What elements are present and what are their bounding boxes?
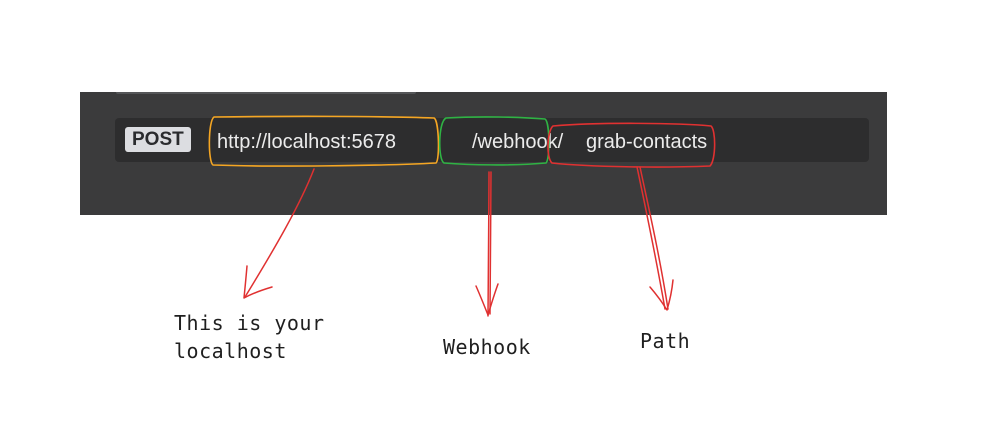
panel-top-edge — [116, 92, 416, 94]
url-host-text[interactable]: http://localhost:5678 — [217, 131, 397, 153]
url-path-segment[interactable]: grab-contacts — [586, 131, 708, 153]
annotation-webhook-label: Webhook — [443, 335, 531, 359]
http-method-badge: POST — [125, 127, 191, 152]
webhook-url-panel: POST http://localhost:5678 /webhook/ gra… — [80, 92, 887, 215]
webhook-url-bar[interactable]: POST http://localhost:5678 /webhook/ gra… — [115, 118, 869, 162]
url-webhook-segment[interactable]: /webhook/ — [472, 131, 564, 153]
annotation-localhost-label: This is your localhost — [174, 311, 325, 363]
annotation-path-label: Path — [640, 329, 691, 353]
